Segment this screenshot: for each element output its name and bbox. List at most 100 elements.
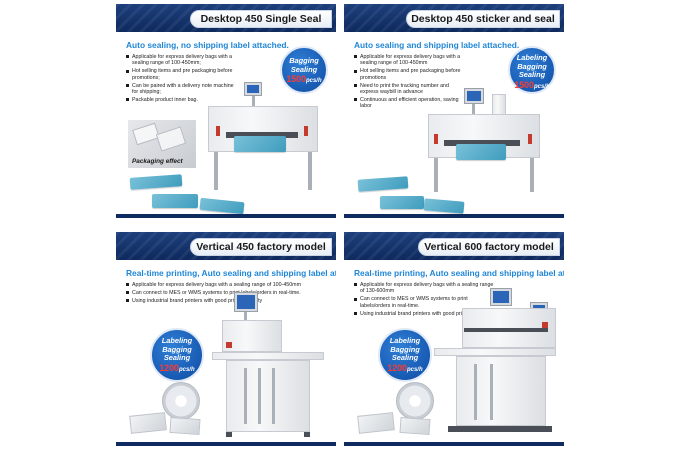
feature-list: Applicable for express delivery bags wit… (126, 54, 238, 105)
touchscreen (464, 88, 484, 104)
feature-item: Continuous and efficient operation, savi… (354, 97, 466, 110)
speed-badge: Bagging Sealing 1500pcs/h (280, 46, 328, 94)
feature-item: Applicable for express delivery bags wit… (354, 282, 494, 295)
badge-line: Bagging (390, 344, 420, 354)
badge-line: Labeling (389, 336, 421, 345)
machine-cabinet (456, 356, 546, 426)
bag-in-machine (456, 144, 506, 160)
badge-number: 1500 (286, 74, 306, 84)
badge-line: Labeling (161, 336, 193, 345)
machine-leg (530, 158, 534, 192)
feature-item: Packable product inner bag. (126, 97, 238, 103)
feature-list: Applicable for express delivery bags wit… (354, 54, 466, 111)
badge-line: Labeling (516, 53, 548, 62)
feature-item: Applicable for express delivery bags wit… (126, 282, 304, 288)
work-table (434, 348, 556, 356)
feature-list: Applicable for express delivery bags wit… (354, 282, 494, 319)
caster-wheel (226, 432, 232, 437)
finished-bag (399, 416, 431, 436)
machine-illustration (412, 88, 552, 194)
product-subtitle: Real-time printing, Auto sealing and shi… (354, 268, 564, 278)
badge-line: Sealing (518, 70, 546, 79)
machine-illustration (434, 288, 558, 438)
badge-line: Bagging (517, 61, 547, 71)
product-title: Desktop 450 sticker and seal (406, 10, 560, 28)
product-title: Desktop 450 Single Seal (190, 10, 332, 28)
red-handle (434, 134, 438, 144)
speed-badge: Labeling Bagging Sealing 1500pcs/h (508, 46, 556, 94)
touchscreen (234, 292, 258, 312)
work-table (212, 352, 324, 360)
roll-rod (244, 368, 247, 424)
badge-speed: 1500pcs/h (510, 79, 554, 91)
footer-bar (116, 214, 336, 218)
label-printer (492, 94, 506, 116)
product-subtitle: Real-time printing, Auto sealing and shi… (126, 268, 336, 278)
machine-leg (308, 152, 312, 190)
product-title: Vertical 450 factory model (190, 238, 332, 256)
badge-number: 1200 (387, 362, 407, 373)
product-card-desktop-450-single-seal: Desktop 450 Single Seal Auto sealing, no… (116, 4, 336, 218)
product-subtitle: Auto sealing and shipping label attached… (354, 40, 520, 50)
machine-illustration (212, 292, 328, 438)
shipping-bag (152, 194, 198, 208)
finished-bag (357, 412, 395, 434)
touchscreen (490, 288, 512, 306)
machine-base (448, 426, 552, 432)
red-handle (216, 126, 220, 136)
screen-stand (244, 312, 247, 322)
red-button (542, 322, 548, 328)
feature-item: Hot selling items and pre packaging befo… (354, 68, 466, 81)
product-card-vertical-600-factory: Vertical 600 factory model Real-time pri… (344, 232, 564, 446)
footer-bar (344, 214, 564, 218)
badge-unit: pcs/h (178, 366, 195, 373)
shipping-bag (199, 197, 245, 215)
red-button (226, 342, 232, 348)
product-card-vertical-450-factory: Vertical 450 factory model Real-time pri… (116, 232, 336, 446)
badge-line: Bagging (289, 56, 319, 65)
product-subtitle: Auto sealing, no shipping label attached… (126, 40, 289, 50)
bag-shape (155, 126, 187, 152)
product-card-desktop-450-sticker-seal: Desktop 450 sticker and seal Auto sealin… (344, 4, 564, 218)
feature-item: Can connect to MES or WMS systems to pri… (354, 296, 494, 309)
badge-unit: pcs/h (406, 366, 423, 373)
feature-item: Hot selling items and pre packaging befo… (126, 68, 238, 81)
feed-slot (444, 140, 520, 146)
feed-slot (226, 132, 298, 138)
feature-item: Can be paired with a delivery note machi… (126, 83, 238, 96)
finished-bag (169, 416, 201, 436)
photo-caption: Packaging effect (132, 158, 183, 165)
speed-badge: Labeling Bagging Sealing 1200pcs/h (150, 328, 204, 382)
machine-illustration (204, 82, 328, 192)
footer-bar (344, 442, 564, 446)
red-handle (304, 126, 308, 136)
badge-number: 1500 (514, 79, 534, 90)
packaging-photo: Packaging effect (128, 120, 196, 168)
touchscreen (244, 82, 262, 96)
shipping-bag (129, 174, 183, 190)
badge-unit: pcs/h (305, 78, 322, 84)
roll-rod (258, 368, 261, 424)
badge-line: Bagging (162, 344, 192, 354)
badge-speed: 1500pcs/h (282, 75, 326, 85)
badge-line: Sealing (391, 353, 419, 362)
feature-list: Applicable for express delivery bags wit… (126, 282, 304, 306)
print-head (222, 320, 282, 352)
feature-item: Using industrial brand printers with goo… (354, 311, 494, 317)
feature-item: Applicable for express delivery bags wit… (354, 54, 466, 67)
roll-rod (272, 368, 275, 424)
shipping-bag (380, 196, 424, 209)
badge-number: 1200 (159, 362, 179, 373)
caster-wheel (304, 432, 310, 437)
bag-in-machine (234, 136, 286, 152)
finished-bag (129, 412, 167, 434)
roll-rod (474, 364, 477, 420)
roll-rod (490, 364, 493, 420)
feature-item: Need to print the tracking number and ex… (354, 83, 466, 96)
bag-roll (396, 382, 434, 420)
feature-item: Applicable for express delivery bags wit… (126, 54, 238, 67)
speed-badge: Labeling Bagging Sealing 1200pcs/h (378, 328, 432, 382)
feature-item: Using industrial brand printers with goo… (126, 298, 304, 304)
feature-item: Can connect to MES or WMS systems to pri… (126, 290, 304, 296)
bag-roll (162, 382, 200, 420)
